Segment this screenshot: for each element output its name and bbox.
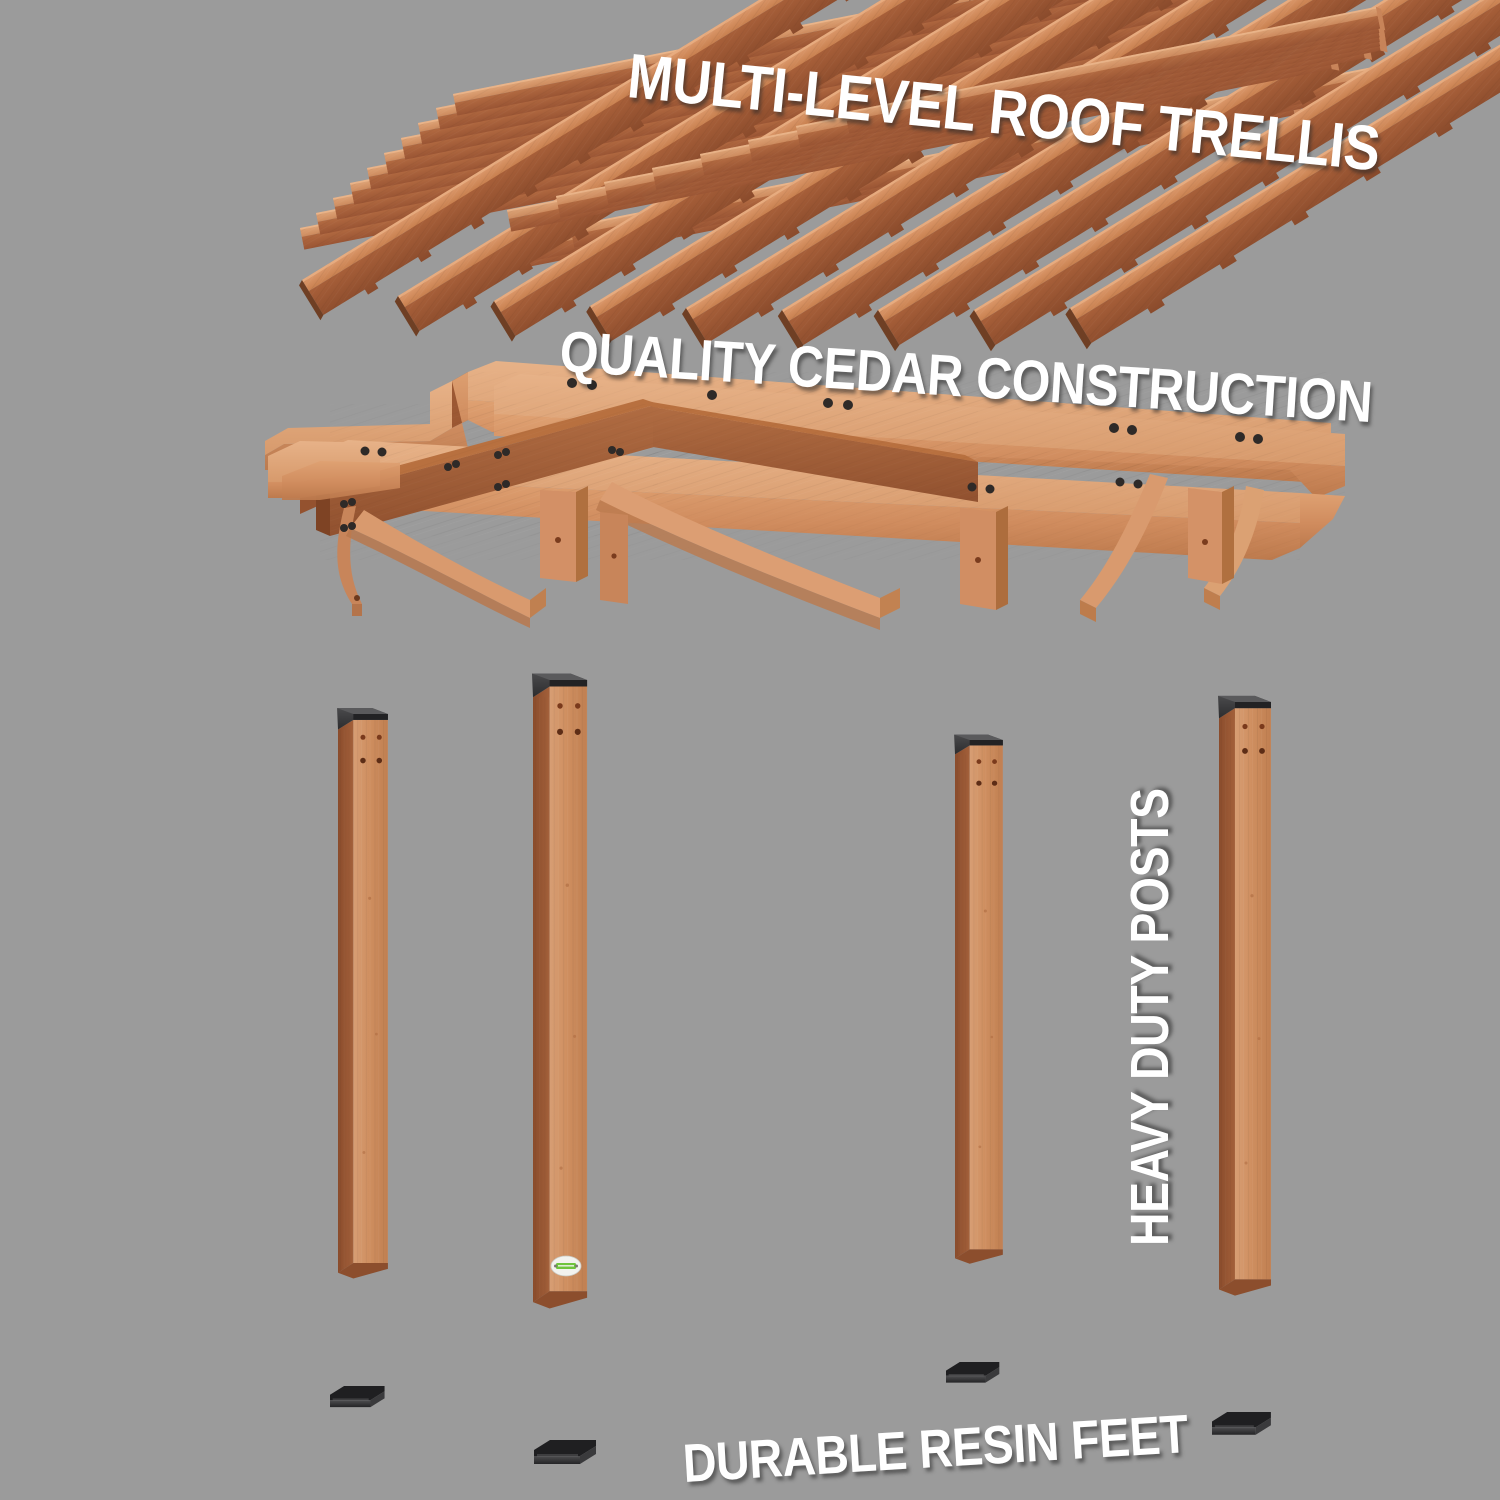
beam-diagonal-dark-2 xyxy=(640,400,978,502)
callout-heavy-duty-posts: HEAVY DUTY POSTS xyxy=(1119,714,1181,1246)
part-beam-assembly xyxy=(265,361,1345,630)
beam-bolts xyxy=(340,378,1263,532)
callout-heavy-duty-posts-text: HEAVY DUTY POSTS xyxy=(1120,788,1180,1246)
part-posts xyxy=(337,673,1271,1309)
post-2 xyxy=(531,673,588,1309)
post-sticker xyxy=(550,1255,582,1277)
post-3 xyxy=(954,734,1003,1264)
post-1 xyxy=(337,708,388,1279)
post-4 xyxy=(1218,695,1271,1296)
beam-left-tails xyxy=(268,441,400,500)
beam-diagonal-dark xyxy=(316,399,658,536)
knee-braces xyxy=(337,474,1264,630)
